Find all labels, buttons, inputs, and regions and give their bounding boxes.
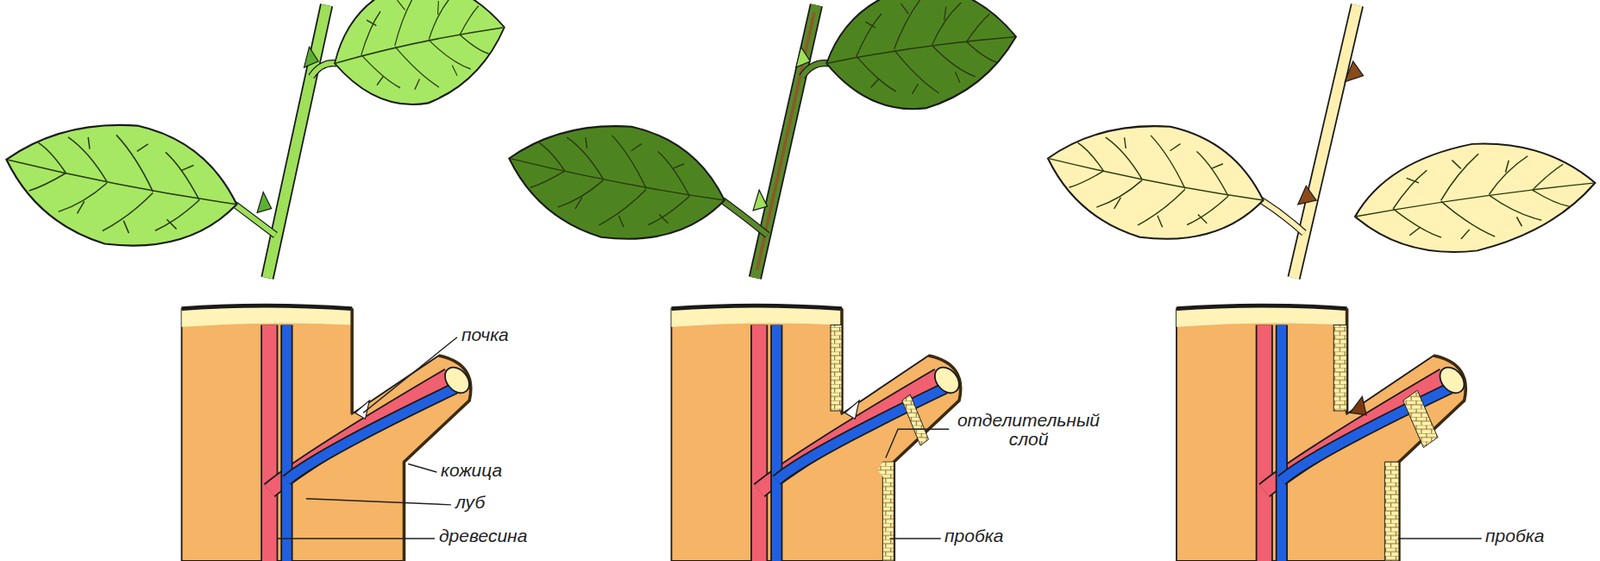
stem-section-3: [1176, 305, 1469, 561]
stem-section-2: [671, 305, 964, 561]
part-label: древесина: [439, 526, 528, 546]
leaf-stage-2: [497, 0, 1024, 278]
leader-lines: [277, 337, 1482, 539]
stem-section-1: [181, 305, 475, 561]
part-label: почка: [461, 325, 509, 345]
part-label: пробка: [1485, 526, 1544, 546]
part-label: луб: [455, 492, 485, 512]
leaf-stage-1: [0, 0, 517, 278]
part-label: пробка: [944, 526, 1004, 546]
leaf-stage-3: [1036, 5, 1600, 278]
part-label: кожица: [440, 460, 502, 480]
part-label: отделительный слой: [952, 410, 1105, 449]
